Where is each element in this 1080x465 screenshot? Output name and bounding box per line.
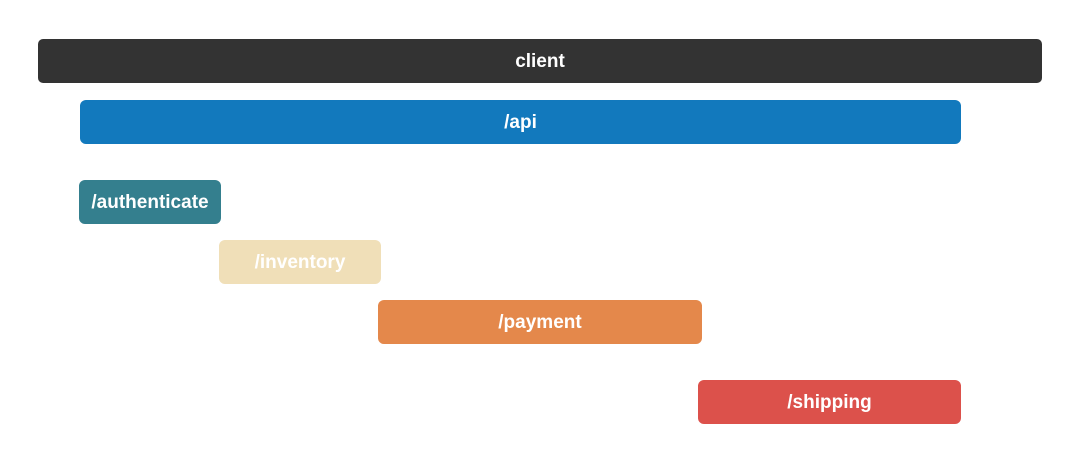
bar-api[interactable]: /api [80, 100, 961, 144]
bar-label: client [515, 50, 565, 72]
bar-client[interactable]: client [38, 39, 1042, 83]
bar-label: /shipping [787, 391, 872, 413]
bar-label: /api [504, 111, 537, 133]
bar-payment[interactable]: /payment [378, 300, 702, 344]
bar-inventory[interactable]: /inventory [219, 240, 381, 284]
bar-label: /inventory [254, 251, 346, 273]
bar-shipping[interactable]: /shipping [698, 380, 961, 424]
bar-label: /payment [498, 311, 582, 333]
bar-authenticate[interactable]: /authenticate [79, 180, 221, 224]
bar-label: /authenticate [91, 191, 209, 213]
